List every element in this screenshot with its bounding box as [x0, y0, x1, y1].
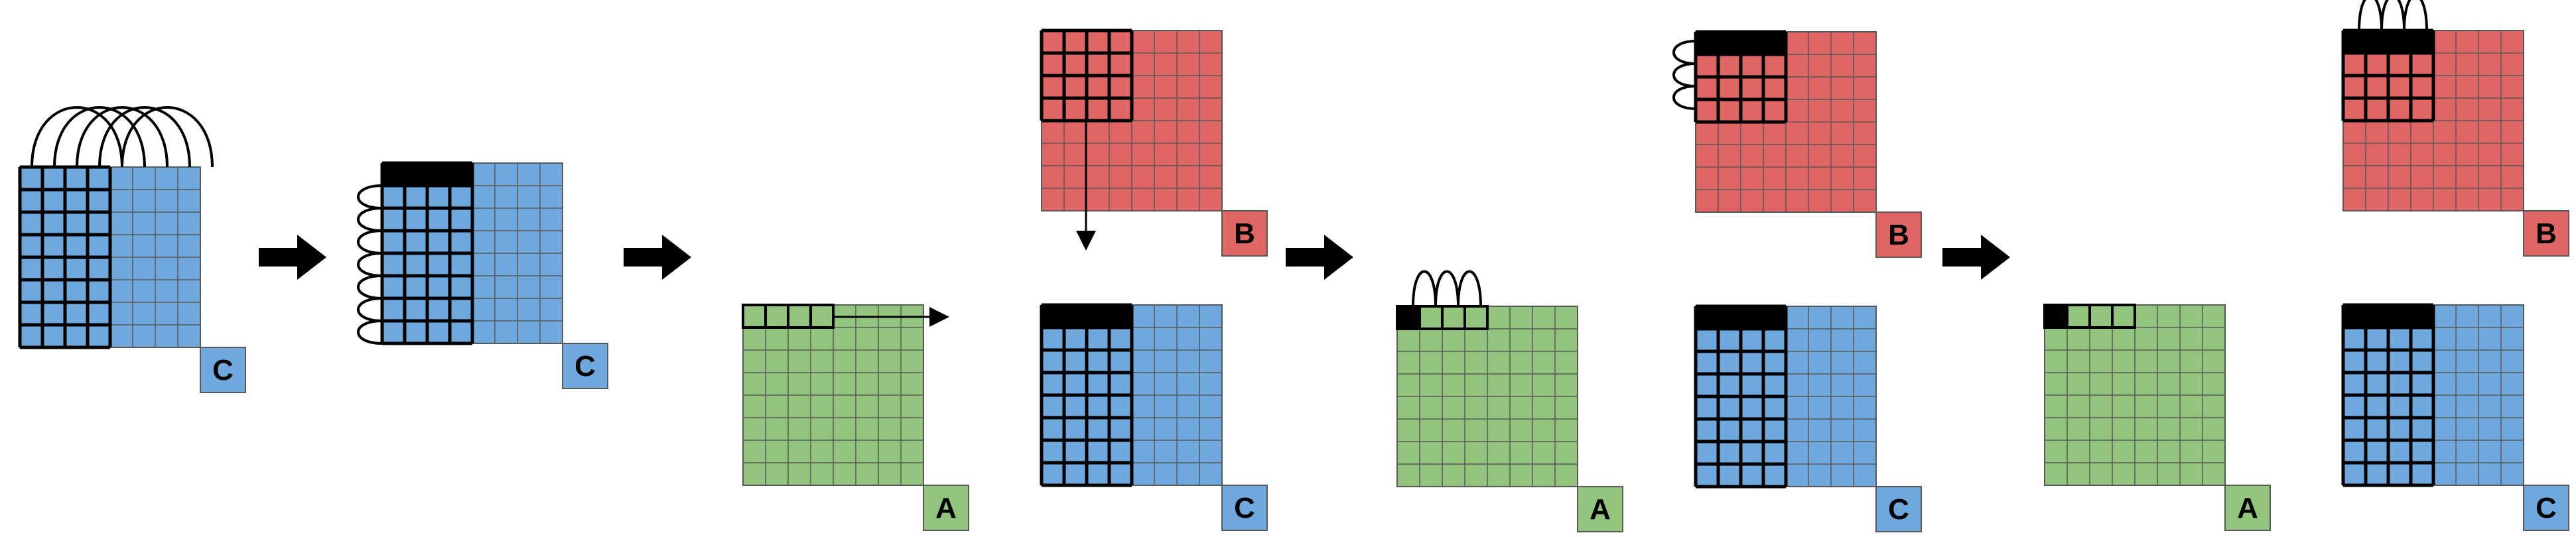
matrix-c — [1040, 303, 1223, 487]
matrix-c — [18, 165, 201, 349]
label-b: B — [1221, 210, 1268, 257]
label-text-b: B — [1888, 219, 1909, 251]
block-loop-arc — [1672, 40, 1696, 65]
row-loop-arc — [357, 297, 383, 322]
label-text-a: A — [1590, 493, 1611, 526]
label-box — [923, 485, 969, 531]
dependency-arc — [98, 106, 191, 168]
matrix-c — [1694, 304, 1877, 489]
column-loop-arc — [2358, 0, 2383, 31]
row-loop-arc — [357, 207, 383, 232]
loaded-row — [2343, 30, 2433, 53]
label-box — [2523, 485, 2569, 531]
row-loop-arc — [357, 274, 383, 300]
label-c: C — [200, 347, 246, 393]
matrix-b — [1040, 29, 1223, 211]
label-box — [1875, 211, 1922, 258]
label-c: C — [562, 343, 608, 389]
label-text-b: B — [2536, 217, 2557, 250]
row-loop-arc — [357, 252, 383, 277]
row-loop-arc — [357, 184, 383, 209]
dependency-arc — [53, 106, 146, 168]
label-box — [562, 343, 608, 389]
label-c: C — [2523, 485, 2569, 531]
dependency-arc — [31, 106, 123, 168]
label-text-a: A — [2237, 492, 2258, 524]
label-text-c: C — [1888, 493, 1909, 526]
matrix-c — [2341, 303, 2524, 487]
stage-arrow — [259, 235, 326, 280]
label-text-a: A — [935, 492, 957, 524]
label-b: B — [2523, 210, 2569, 257]
row-loop-arc — [1457, 270, 1482, 307]
label-text-b: B — [1234, 217, 1255, 250]
label-a: A — [2224, 485, 2271, 531]
row-loop-arc — [357, 229, 383, 255]
row-strip-loaded — [1397, 306, 1420, 329]
label-box — [1875, 486, 1922, 532]
label-text-c: C — [1234, 492, 1255, 524]
stage-arrow — [1942, 235, 2010, 280]
label-b: B — [1875, 211, 1922, 258]
matrix-c — [380, 161, 563, 345]
label-c: C — [1875, 486, 1922, 532]
row-loop-arc — [357, 320, 383, 345]
label-box — [1221, 210, 1268, 257]
block-loop-arc — [1672, 62, 1696, 88]
matrix-a — [2043, 304, 2226, 486]
column-loop-arc — [2380, 0, 2406, 31]
loaded-row — [2343, 305, 2433, 328]
stage-arrow — [624, 235, 691, 280]
matrix-a — [1396, 305, 1578, 487]
label-box — [2224, 485, 2271, 531]
label-c: C — [1221, 485, 1268, 531]
loaded-row — [1696, 306, 1786, 329]
dependency-arc — [121, 106, 214, 168]
stage-arrow — [1286, 235, 1353, 280]
label-a: A — [1577, 486, 1623, 532]
matrix-b — [2341, 29, 2524, 211]
label-a: A — [923, 485, 969, 531]
row-loop-arc — [1412, 270, 1437, 307]
loaded-row — [382, 163, 472, 186]
label-text-c: C — [212, 354, 234, 387]
matrix-b — [1694, 30, 1877, 213]
label-box — [1577, 486, 1623, 532]
row-strip-loaded — [2045, 305, 2067, 328]
label-box — [2523, 210, 2569, 257]
row-loop-arc — [1434, 270, 1459, 307]
label-box — [200, 347, 246, 393]
block-loop-arc — [1672, 85, 1696, 110]
label-text-c: C — [2536, 492, 2557, 524]
loaded-row — [1696, 32, 1786, 54]
matrix-a — [742, 304, 924, 486]
loaded-row — [1042, 305, 1132, 328]
label-box — [1221, 485, 1268, 531]
column-loop-arc — [2403, 0, 2428, 31]
label-text-c: C — [575, 350, 596, 383]
dependency-arc — [76, 106, 169, 168]
